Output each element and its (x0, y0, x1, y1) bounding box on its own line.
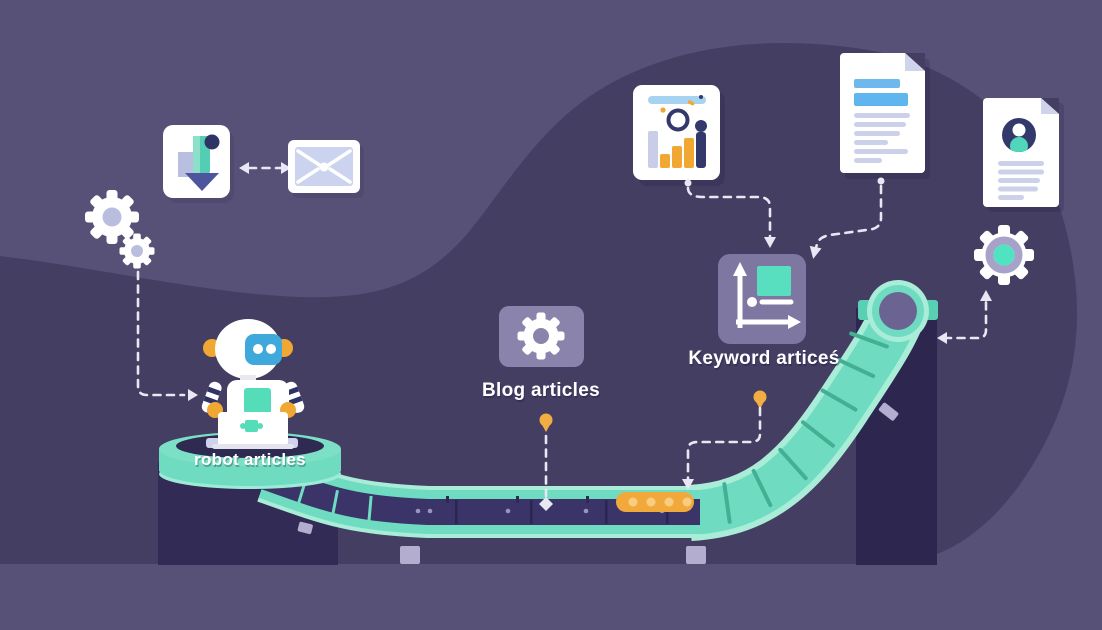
connector-keyword-to-belt (682, 390, 767, 490)
keyword-articles-label: Keyword articeś (688, 348, 840, 369)
blog-gear-card (499, 306, 584, 367)
image-envelope-icon (295, 147, 353, 186)
download-document-card (163, 125, 234, 203)
bar-chart-icon (648, 95, 707, 168)
connector-gear-to-machine (937, 290, 992, 344)
axis-chart-icon (733, 262, 801, 329)
connector-document-to-keyword (809, 177, 885, 259)
laptop-icon (212, 412, 294, 449)
items-tray-icon (616, 492, 694, 512)
article-document-icon (840, 53, 930, 179)
robot-icon (201, 319, 305, 449)
profile-document-icon (983, 98, 1064, 212)
process-gear-icon (974, 225, 1034, 285)
settings-gear-icon (517, 312, 565, 360)
connector-gears-to-robot (136, 270, 198, 401)
keyword-card (718, 254, 806, 344)
connector-download-to-image (239, 162, 291, 174)
connector-analytics-to-keyword (684, 179, 776, 248)
blog-articles-label: Blog articles (482, 380, 600, 401)
download-icon (178, 134, 220, 191)
analytics-card (633, 85, 725, 186)
connector-blog-to-belt (539, 413, 553, 511)
gears-icon (85, 190, 155, 269)
image-card (288, 140, 364, 198)
robot-platform-label: robot articles (194, 450, 306, 469)
